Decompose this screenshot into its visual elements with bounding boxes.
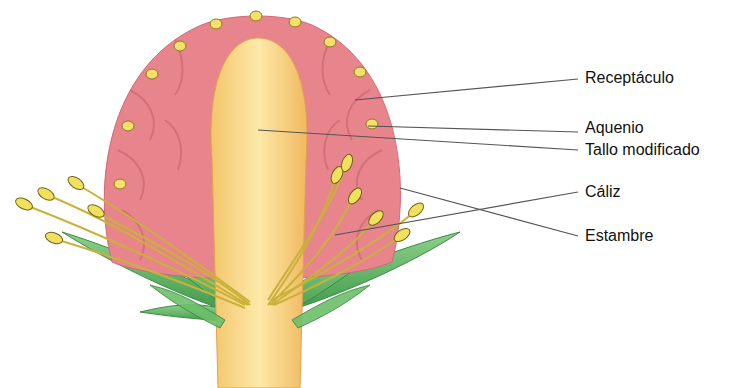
part-label: Estambre xyxy=(584,226,654,246)
leader-lines xyxy=(258,79,578,236)
part-label: Aquenio xyxy=(584,118,645,138)
part-label: Receptáculo xyxy=(584,68,675,88)
part-label: Tallo modificado xyxy=(584,140,701,160)
part-label: Cáliz xyxy=(584,182,622,202)
achenes xyxy=(114,11,378,189)
calyx-front xyxy=(150,285,370,328)
modified-stem xyxy=(211,38,307,388)
